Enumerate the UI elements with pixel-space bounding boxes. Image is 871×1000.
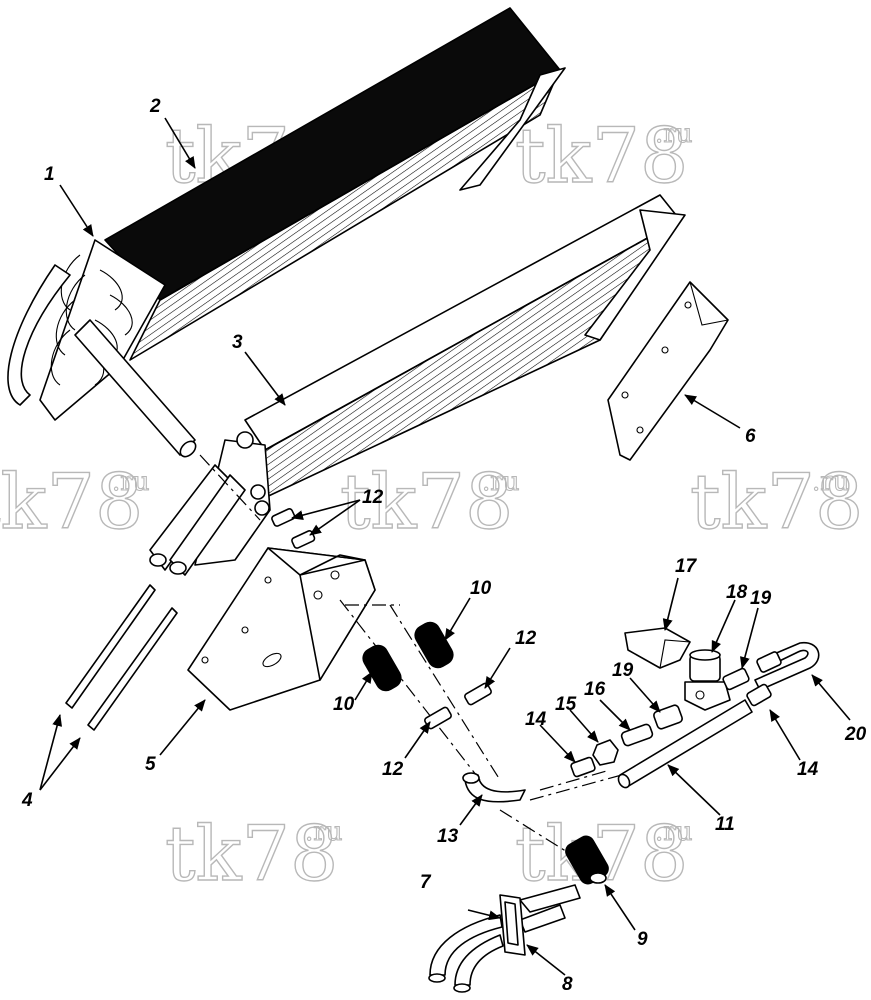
callout-20: 20: [844, 724, 867, 745]
elbow-tube: [462, 772, 526, 803]
callout-10-left: 10: [333, 694, 355, 715]
watermark: tk78 .ru: [339, 456, 520, 546]
fitting-19: [722, 667, 750, 691]
hose-left: [362, 644, 402, 692]
callout-3: 3: [232, 332, 243, 353]
callout-9: 9: [637, 929, 648, 950]
outlet-assembly: [428, 884, 581, 993]
callout-4: 4: [21, 790, 33, 811]
watermark: tk78 .ru: [164, 808, 343, 898]
callout-11: 11: [715, 814, 735, 835]
svg-text:.ru: .ru: [655, 817, 692, 847]
solenoid-valve: [684, 649, 731, 711]
callout-14-right: 14: [797, 759, 819, 780]
leader-lines: [39, 117, 851, 976]
callout-10-right: 10: [470, 578, 492, 599]
callout-1: 1: [44, 164, 55, 185]
long-tube: [617, 683, 772, 789]
watermark-group: tk78 .ru tk78 .ru tk78 .ru tk78 .ru tk78…: [0, 110, 864, 898]
coupler: [565, 835, 609, 885]
fitting-stack: [570, 704, 683, 778]
svg-text:tk78: tk78: [690, 457, 863, 546]
callout-19-left: 19: [612, 660, 634, 681]
mounting-box: [187, 547, 376, 711]
watermark: tk78 .ru: [514, 808, 693, 898]
fin-strip-pair: [65, 584, 178, 731]
callout-14-left: 14: [525, 709, 547, 730]
tube-bundle: [7, 239, 197, 458]
callout-12-left: 12: [382, 759, 404, 780]
callout-labels: 1 2 3 4 5 6 7 8 9 10 10 11 12 12 12 13 1…: [21, 96, 867, 995]
svg-text:.ru: .ru: [482, 467, 519, 497]
svg-text:.ru: .ru: [655, 119, 692, 149]
callout-18: 18: [726, 582, 748, 603]
callout-17: 17: [675, 556, 698, 577]
svg-text:.ru: .ru: [305, 817, 342, 847]
callout-5: 5: [145, 754, 156, 775]
callout-2: 2: [149, 96, 161, 117]
callout-12-upper: 12: [362, 487, 384, 508]
bracket-right: [607, 281, 729, 461]
watermark: tk78 .ru: [0, 456, 150, 546]
hose-right: [414, 621, 454, 669]
svg-text:tk78: tk78: [340, 457, 513, 546]
coil-upper: [104, 7, 566, 361]
callout-8: 8: [562, 974, 573, 995]
watermark: tk78 .ru: [689, 456, 864, 546]
callout-15: 15: [555, 694, 577, 715]
svg-text:.ru: .ru: [812, 467, 849, 497]
svg-text:tk78: tk78: [515, 809, 688, 898]
small-bracket: [624, 627, 691, 669]
alignment-lines: [199, 454, 641, 861]
coil-lower: [149, 194, 686, 576]
fitting-right: [464, 682, 492, 706]
callout-13: 13: [437, 826, 459, 847]
callout-6: 6: [745, 426, 756, 447]
svg-text:tk78: tk78: [515, 111, 688, 200]
svg-text:tk78: tk78: [165, 809, 338, 898]
tube-20: [754, 642, 820, 691]
callout-19-right: 19: [750, 588, 772, 609]
svg-text:tk78: tk78: [0, 457, 143, 546]
callout-16: 16: [584, 679, 606, 700]
fitting-upper: [271, 508, 316, 549]
callout-7: 7: [420, 872, 432, 893]
watermark: tk78 .ru: [514, 110, 693, 200]
svg-text:.ru: .ru: [112, 467, 149, 497]
callout-12-right: 12: [515, 628, 537, 649]
